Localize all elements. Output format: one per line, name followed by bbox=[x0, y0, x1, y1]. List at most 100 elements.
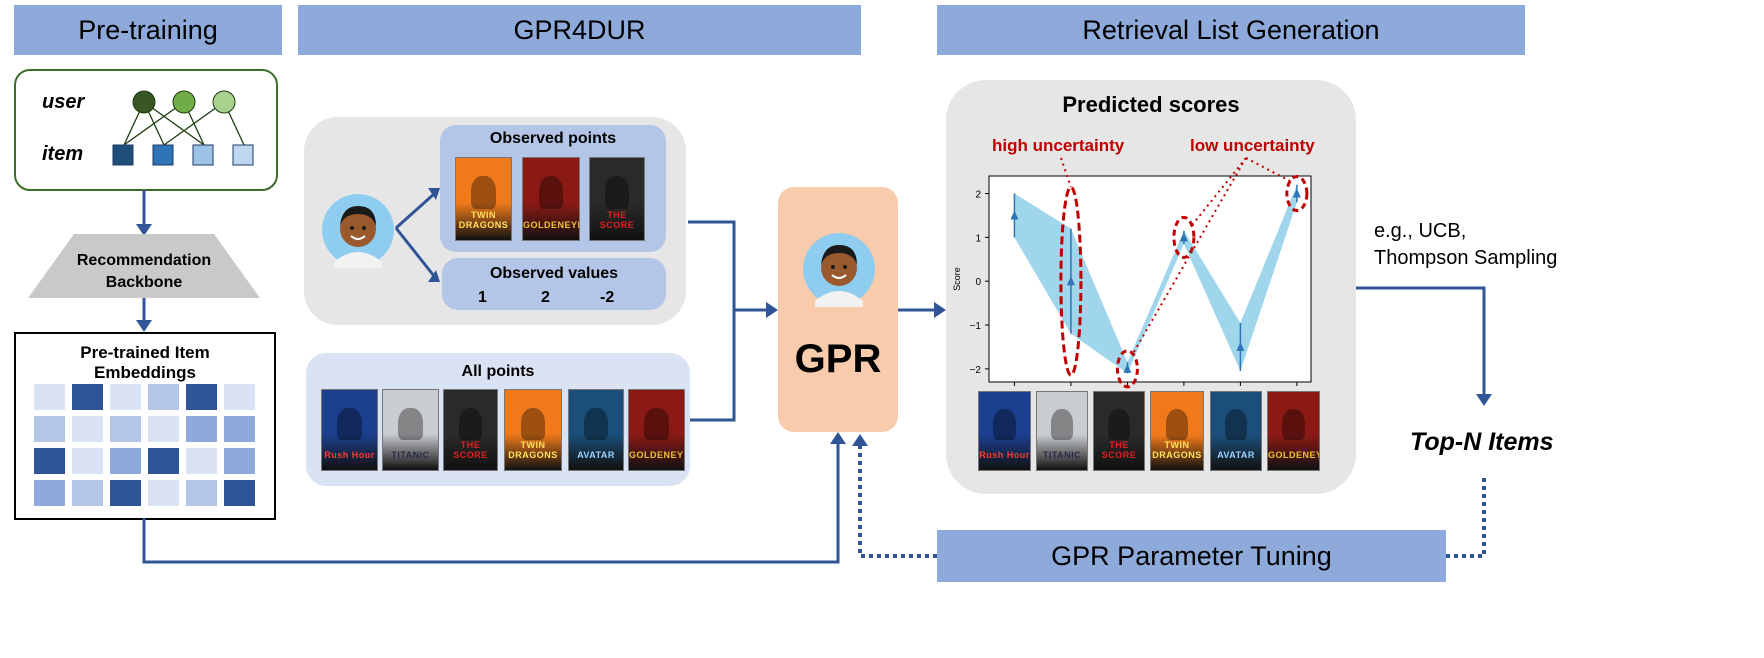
poster-title: THE SCORE bbox=[1101, 440, 1137, 460]
y-tick-label: −1 bbox=[970, 321, 982, 332]
embedding-cell bbox=[186, 416, 217, 442]
low-uncertainty-ellipse bbox=[1285, 175, 1309, 213]
poster-goldeneye: GOLDENEYE bbox=[628, 389, 685, 471]
poster-figure bbox=[520, 407, 546, 440]
poster-twin-dragons: TWIN DRAGONS bbox=[504, 389, 562, 471]
poster-figure bbox=[1165, 409, 1189, 441]
poster-avatar: AVATAR bbox=[1210, 391, 1262, 471]
poster-figure bbox=[398, 407, 423, 440]
poster-figure bbox=[538, 176, 564, 209]
poster-figure bbox=[993, 409, 1016, 441]
item-node bbox=[152, 144, 174, 166]
mean-marker bbox=[1292, 188, 1301, 198]
chart-title: Predicted scores bbox=[1062, 92, 1240, 117]
y-tick-label: 1 bbox=[975, 233, 981, 244]
mean-marker bbox=[1010, 210, 1019, 220]
embedding-cell bbox=[224, 480, 255, 506]
user-avatar-icon bbox=[803, 233, 875, 307]
arrow-backbone-to-embeddings bbox=[136, 298, 152, 332]
item-node bbox=[192, 144, 214, 166]
poster-twin-dragons: TWIN DRAGONS bbox=[1150, 391, 1204, 471]
poster-titanic: TITANIC bbox=[382, 389, 439, 471]
header-retrieval: Retrieval List Generation bbox=[937, 5, 1525, 55]
y-axis-label: Score bbox=[952, 267, 962, 291]
all-points-title: All points bbox=[461, 363, 535, 380]
mean-marker bbox=[1179, 232, 1188, 242]
mean-marker bbox=[1123, 363, 1132, 373]
poster-title: TITANIC bbox=[1042, 450, 1082, 460]
poster-title: GOLDENEYE bbox=[523, 220, 580, 230]
confidence-band bbox=[1014, 184, 1297, 374]
embedding-cell bbox=[34, 384, 65, 410]
embedding-cell bbox=[72, 448, 103, 474]
poster-titanic: TITANIC bbox=[1036, 391, 1088, 471]
avatar-split-arrows bbox=[394, 188, 440, 282]
embedding-cell bbox=[224, 416, 255, 442]
y-tick-label: −2 bbox=[970, 365, 982, 376]
observed-values-box: Observed values 1 2 -2 bbox=[442, 258, 666, 310]
y-tick-label: 0 bbox=[975, 277, 981, 288]
observed-points-title: Observed points bbox=[489, 130, 617, 147]
observed-values-title: Observed values bbox=[489, 265, 619, 282]
poster-title: THE SCORE bbox=[599, 210, 635, 230]
poster-figure bbox=[1225, 409, 1247, 441]
embedding-cell bbox=[34, 416, 65, 442]
user-node bbox=[132, 90, 156, 114]
mean-marker bbox=[1066, 276, 1075, 286]
poster-the-score: THE SCORE bbox=[443, 389, 498, 471]
poster-figure bbox=[605, 176, 629, 209]
user-label: user bbox=[42, 91, 85, 113]
user-avatar-icon bbox=[322, 194, 394, 268]
predicted-scores-chart: 2 1 0 −1 −2 Score bbox=[952, 157, 1312, 389]
poster-title: TITANIC bbox=[391, 450, 430, 460]
high-uncertainty-label: high uncertainty bbox=[992, 136, 1125, 155]
poster-title: GOLDENEYE bbox=[629, 450, 685, 460]
embedding-cell bbox=[110, 384, 141, 410]
embedding-cell bbox=[72, 384, 103, 410]
embedding-cell bbox=[34, 480, 65, 506]
poster-goldeneye: GOLDENEYE bbox=[522, 157, 580, 241]
poster-rush-hour: Rush Hour bbox=[978, 391, 1031, 471]
embedding-cell bbox=[72, 416, 103, 442]
poster-title: TWIN DRAGONS bbox=[508, 440, 558, 460]
observed-value: 1 bbox=[478, 289, 487, 306]
poster-goldeneye: GOLDENEYE bbox=[1267, 391, 1320, 471]
gpr-label: GPR bbox=[794, 337, 882, 381]
poster-title: TWIN DRAGONS bbox=[1152, 440, 1202, 460]
embeddings-title: Pre-trained Item Embeddings bbox=[80, 343, 210, 382]
y-tick-label: 2 bbox=[975, 190, 981, 201]
low-uncertainty-ellipse bbox=[1115, 349, 1139, 389]
backbone-label: Recommendation Backbone bbox=[76, 252, 212, 291]
embedding-cell bbox=[224, 384, 255, 410]
arrow-graph-to-backbone bbox=[136, 190, 152, 236]
item-node bbox=[112, 144, 134, 166]
user-item-graph-box: user item bbox=[14, 69, 278, 191]
embedding-grid bbox=[34, 384, 260, 508]
gpr-box: GPR bbox=[778, 187, 898, 432]
poster-title: Rush Hour bbox=[979, 450, 1030, 460]
sampling-methods: e.g., UCB, Thompson Sampling bbox=[1374, 220, 1558, 269]
embedding-cell bbox=[224, 448, 255, 474]
poster-avatar: AVATAR bbox=[568, 389, 624, 471]
poster-title: AVATAR bbox=[1217, 450, 1255, 460]
poster-title: AVATAR bbox=[577, 450, 615, 460]
embedding-cell bbox=[186, 480, 217, 506]
top-n-items: Top-N Items bbox=[1410, 428, 1554, 456]
header-gpr4dur: GPR4DUR bbox=[298, 5, 861, 55]
poster-figure bbox=[1108, 409, 1130, 441]
embeddings-box: Pre-trained Item Embeddings bbox=[14, 332, 276, 520]
embedding-cell bbox=[186, 448, 217, 474]
item-node bbox=[232, 144, 254, 166]
user-node bbox=[172, 90, 196, 114]
poster-twin-dragons: TWIN DRAGONS bbox=[455, 157, 512, 241]
poster-title: THE SCORE bbox=[453, 440, 488, 460]
embedding-cell bbox=[72, 480, 103, 506]
header-tuning: GPR Parameter Tuning bbox=[937, 530, 1446, 582]
poster-figure bbox=[644, 407, 669, 440]
embedding-cell bbox=[110, 416, 141, 442]
embedding-cell bbox=[34, 448, 65, 474]
embedding-cell bbox=[186, 384, 217, 410]
embedding-cell bbox=[148, 384, 179, 410]
embedding-cell bbox=[110, 480, 141, 506]
bipartite-graph bbox=[112, 90, 254, 166]
